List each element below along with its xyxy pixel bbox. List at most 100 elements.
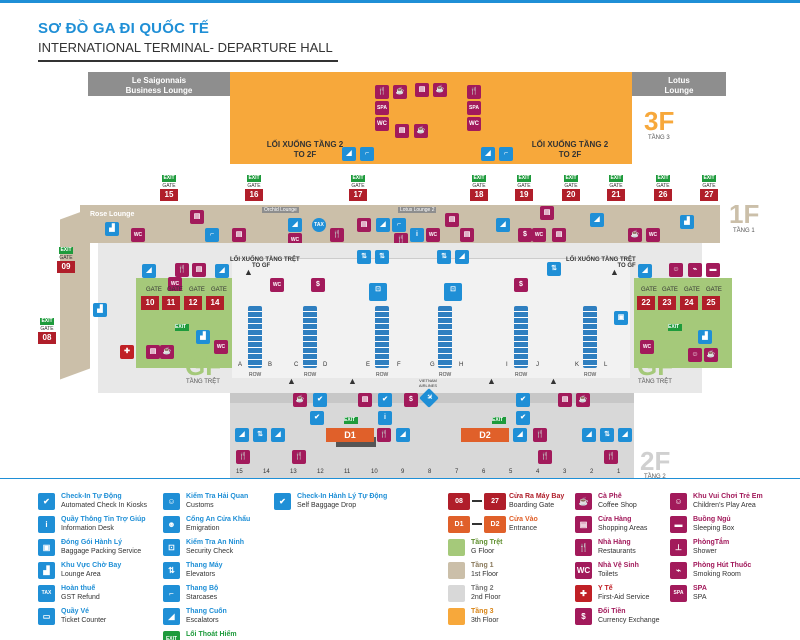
gate-25[interactable]: 25: [702, 296, 720, 310]
checkin-counter[interactable]: [438, 306, 452, 368]
self-checkin-icon[interactable]: ✔: [516, 411, 530, 425]
lounge-rose[interactable]: Rose Lounge: [90, 211, 135, 218]
currency-icon: $: [311, 278, 325, 292]
coffee-icon: ☕: [704, 348, 718, 362]
vietnam-airlines-label: VIETNAM AIRLINES: [418, 378, 438, 388]
self-baggage-drop-icon[interactable]: ✔: [310, 411, 324, 425]
legend-label-en: Automated Check In Kiosks: [61, 502, 147, 509]
smoking-room-icon: ⌁: [670, 562, 687, 579]
coffee-icon: ☕: [414, 124, 428, 138]
gate-number: 26: [654, 189, 672, 201]
legend-label-vi: Tầng Trệt: [471, 539, 503, 546]
gate-12[interactable]: 12: [184, 296, 202, 310]
legend-label-en: Smoking Room: [693, 571, 741, 578]
escalator-icon: ◢: [142, 264, 156, 278]
floor-2-area: [230, 393, 634, 478]
escalator-icon: ◢: [396, 428, 410, 442]
currency-icon: $: [518, 228, 532, 242]
lounge-lotus-2[interactable]: Lotus Lounge 2: [398, 207, 437, 213]
checkin-counter[interactable]: [248, 306, 262, 368]
gate-number: 16: [245, 189, 263, 201]
gate-word: GATE: [146, 287, 162, 293]
emigration-icon: ☻: [163, 516, 180, 533]
legend-label-en: G Floor: [471, 548, 495, 555]
direction-label-en: TO GF: [617, 263, 636, 269]
coffee-icon: ☕: [433, 83, 447, 97]
shop-icon: ▤: [232, 228, 246, 242]
gate-11[interactable]: 11: [162, 296, 180, 310]
entrance-d2[interactable]: D2: [461, 428, 509, 442]
toilet-icon: WC: [168, 277, 182, 291]
info-icon[interactable]: i: [410, 228, 424, 242]
self-baggage-drop-icon[interactable]: ✔: [313, 393, 327, 407]
direction-label-vi: LỐI XUỐNG TẦNG TRỆT: [566, 257, 636, 263]
checkin-counter[interactable]: [375, 306, 389, 368]
top-accent-line: [0, 0, 800, 3]
toilet-icon: WC: [646, 228, 660, 242]
row-letter: I: [506, 362, 508, 368]
gate-24[interactable]: 24: [680, 296, 698, 310]
legend-swatch: D2: [484, 516, 506, 533]
f2-column-number: 2: [590, 469, 594, 475]
legend-label-en: Escalators: [186, 617, 219, 624]
legend-label-vi: Thang Cuốn: [186, 608, 227, 615]
legend-label-vi: Kiểm Tra Hải Quan: [186, 493, 249, 500]
legend-dash: [472, 500, 482, 502]
legend-label-vi: Cổng An Cửa Khẩu: [186, 516, 251, 523]
legend-label-en: 1st Floor: [471, 571, 499, 578]
gate-23[interactable]: 23: [658, 296, 676, 310]
gst-refund-icon: TAX: [38, 585, 55, 602]
f2-column-number: 3: [563, 469, 567, 475]
shop-icon: ▤: [192, 263, 206, 277]
legend-label-en: Restaurants: [598, 548, 636, 555]
elevator-icon: ⇅: [600, 428, 614, 442]
gate-number: 08: [38, 332, 56, 344]
self-checkin-icon[interactable]: ✔: [378, 393, 392, 407]
checkin-counter[interactable]: [583, 306, 597, 368]
sleeping-box-icon: ▬: [670, 516, 687, 533]
lounge-orchid[interactable]: Orchid Lounge: [262, 207, 299, 213]
page-title-en: INTERNATIONAL TERMINAL- DEPARTURE HALL: [38, 40, 333, 55]
legend-label-en: Boarding Gate: [509, 502, 555, 509]
lounge-lotus[interactable]: Lotus Lounge: [632, 72, 726, 96]
entrance-d1[interactable]: D1: [326, 428, 374, 442]
legend-label-en: Sleeping Box: [693, 525, 735, 532]
gate-22[interactable]: 22: [637, 296, 655, 310]
legend-label-en: Children's Play Area: [693, 502, 756, 509]
lounge-saigonnais[interactable]: Le Saigonnais Business Lounge: [88, 72, 230, 96]
gate-word: GATE: [702, 183, 716, 189]
self-checkin-icon[interactable]: ✔: [516, 393, 530, 407]
elevator-icon: ⇅: [253, 428, 267, 442]
gate-10[interactable]: 10: [141, 296, 159, 310]
restaurant-icon: 🍴: [236, 450, 250, 464]
checkin-counter[interactable]: [514, 306, 528, 368]
elevator-icon: ⇅: [437, 250, 451, 264]
legend-label-en: Baggage Packing Service: [61, 548, 142, 555]
legend-label-vi: Tầng 3: [471, 608, 494, 615]
tax-refund-icon[interactable]: TAX: [312, 218, 326, 232]
lounge-seat-icon: ▟: [680, 215, 694, 229]
info-icon[interactable]: i: [378, 411, 392, 425]
checkin-counter[interactable]: [303, 306, 317, 368]
restaurant-icon: 🍴: [330, 228, 344, 242]
gate-word: GATE: [162, 183, 176, 189]
gf-right-badge: GF: [637, 351, 674, 381]
gate-14[interactable]: 14: [206, 296, 224, 310]
